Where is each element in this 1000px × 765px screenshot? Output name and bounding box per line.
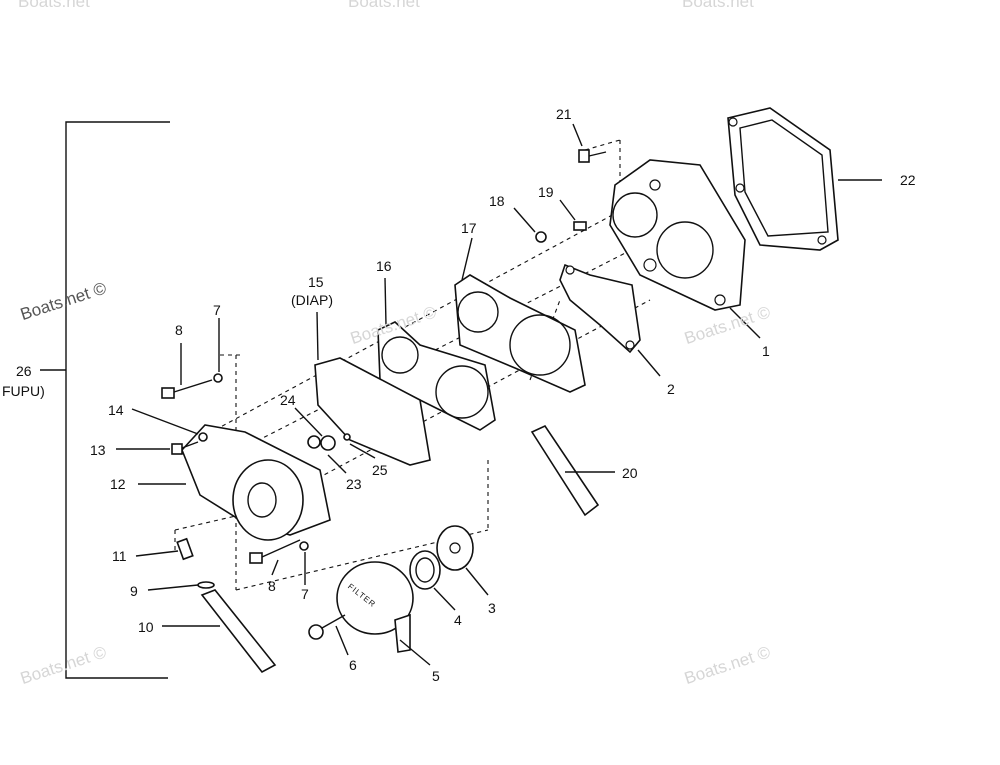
part-12-pump-body <box>181 424 331 541</box>
part-3-filter-screen <box>436 525 474 571</box>
watermark: Boats.net <box>18 0 90 11</box>
callout-26-fupu: FUPU) <box>2 383 45 399</box>
callout-19: 19 <box>538 184 554 200</box>
part-4-gasket <box>409 550 441 590</box>
callout-16: 16 <box>376 258 392 274</box>
watermark: Boats.net <box>348 0 420 11</box>
part-17-body-plate <box>454 274 586 393</box>
part-21-screw <box>578 149 607 163</box>
part-5-filter-cover <box>336 561 414 653</box>
part-10-hose <box>200 589 277 674</box>
callout-18: 18 <box>489 193 505 209</box>
callout-22: 22 <box>900 172 916 188</box>
callout-17: 17 <box>461 220 477 236</box>
part-13-screw <box>171 441 199 455</box>
part-1-pump-cover <box>609 159 746 311</box>
part-19-pin <box>573 221 587 231</box>
part-25-check-valve <box>343 433 351 441</box>
callout-11: 11 <box>112 548 127 564</box>
part-20-hose <box>530 424 600 517</box>
callout-15-diap: (DIAP) <box>291 292 333 308</box>
callout-14: 14 <box>108 402 124 418</box>
part-8-bolt-upper <box>161 379 213 399</box>
callout-20: 20 <box>622 465 638 481</box>
callout-13: 13 <box>90 442 106 458</box>
callout-26: 26 <box>16 363 32 379</box>
part-8-bolt-lower <box>249 539 301 564</box>
callout-5: 5 <box>432 668 440 684</box>
callout-15: 15 <box>308 274 324 290</box>
part-18-nut <box>535 231 547 243</box>
callout-6: 6 <box>349 657 357 673</box>
watermark: Boats.net <box>682 0 754 11</box>
callout-1: 1 <box>762 343 770 359</box>
assembly-26-bracket <box>40 121 170 679</box>
callout-23: 23 <box>346 476 362 492</box>
part-6-screw <box>308 614 346 640</box>
callout-25: 25 <box>372 462 388 478</box>
part-7-washer-upper <box>213 373 223 383</box>
part-22-gasket <box>727 107 839 251</box>
callout-8-lower: 8 <box>268 578 276 594</box>
part-2-plate <box>559 263 641 354</box>
callout-8-upper: 8 <box>175 322 183 338</box>
part-15-diaphragm <box>314 357 431 466</box>
part-14-washer <box>198 432 208 442</box>
part-23-washer <box>307 435 321 449</box>
callout-21: 21 <box>556 106 572 122</box>
callout-4: 4 <box>454 612 462 628</box>
part-24-spring <box>320 435 336 451</box>
callout-12: 12 <box>110 476 126 492</box>
callout-7-lower: 7 <box>301 586 309 602</box>
callout-9: 9 <box>130 583 138 599</box>
part-7-washer-lower <box>299 541 309 551</box>
callout-24: 24 <box>280 392 296 408</box>
callout-7-upper: 7 <box>213 302 221 318</box>
leader-lines <box>116 123 882 666</box>
part-9-clamp <box>197 581 215 589</box>
callout-10: 10 <box>138 619 154 635</box>
callout-2: 2 <box>667 381 675 397</box>
callout-3: 3 <box>488 600 496 616</box>
part-11-fitting <box>176 537 194 561</box>
